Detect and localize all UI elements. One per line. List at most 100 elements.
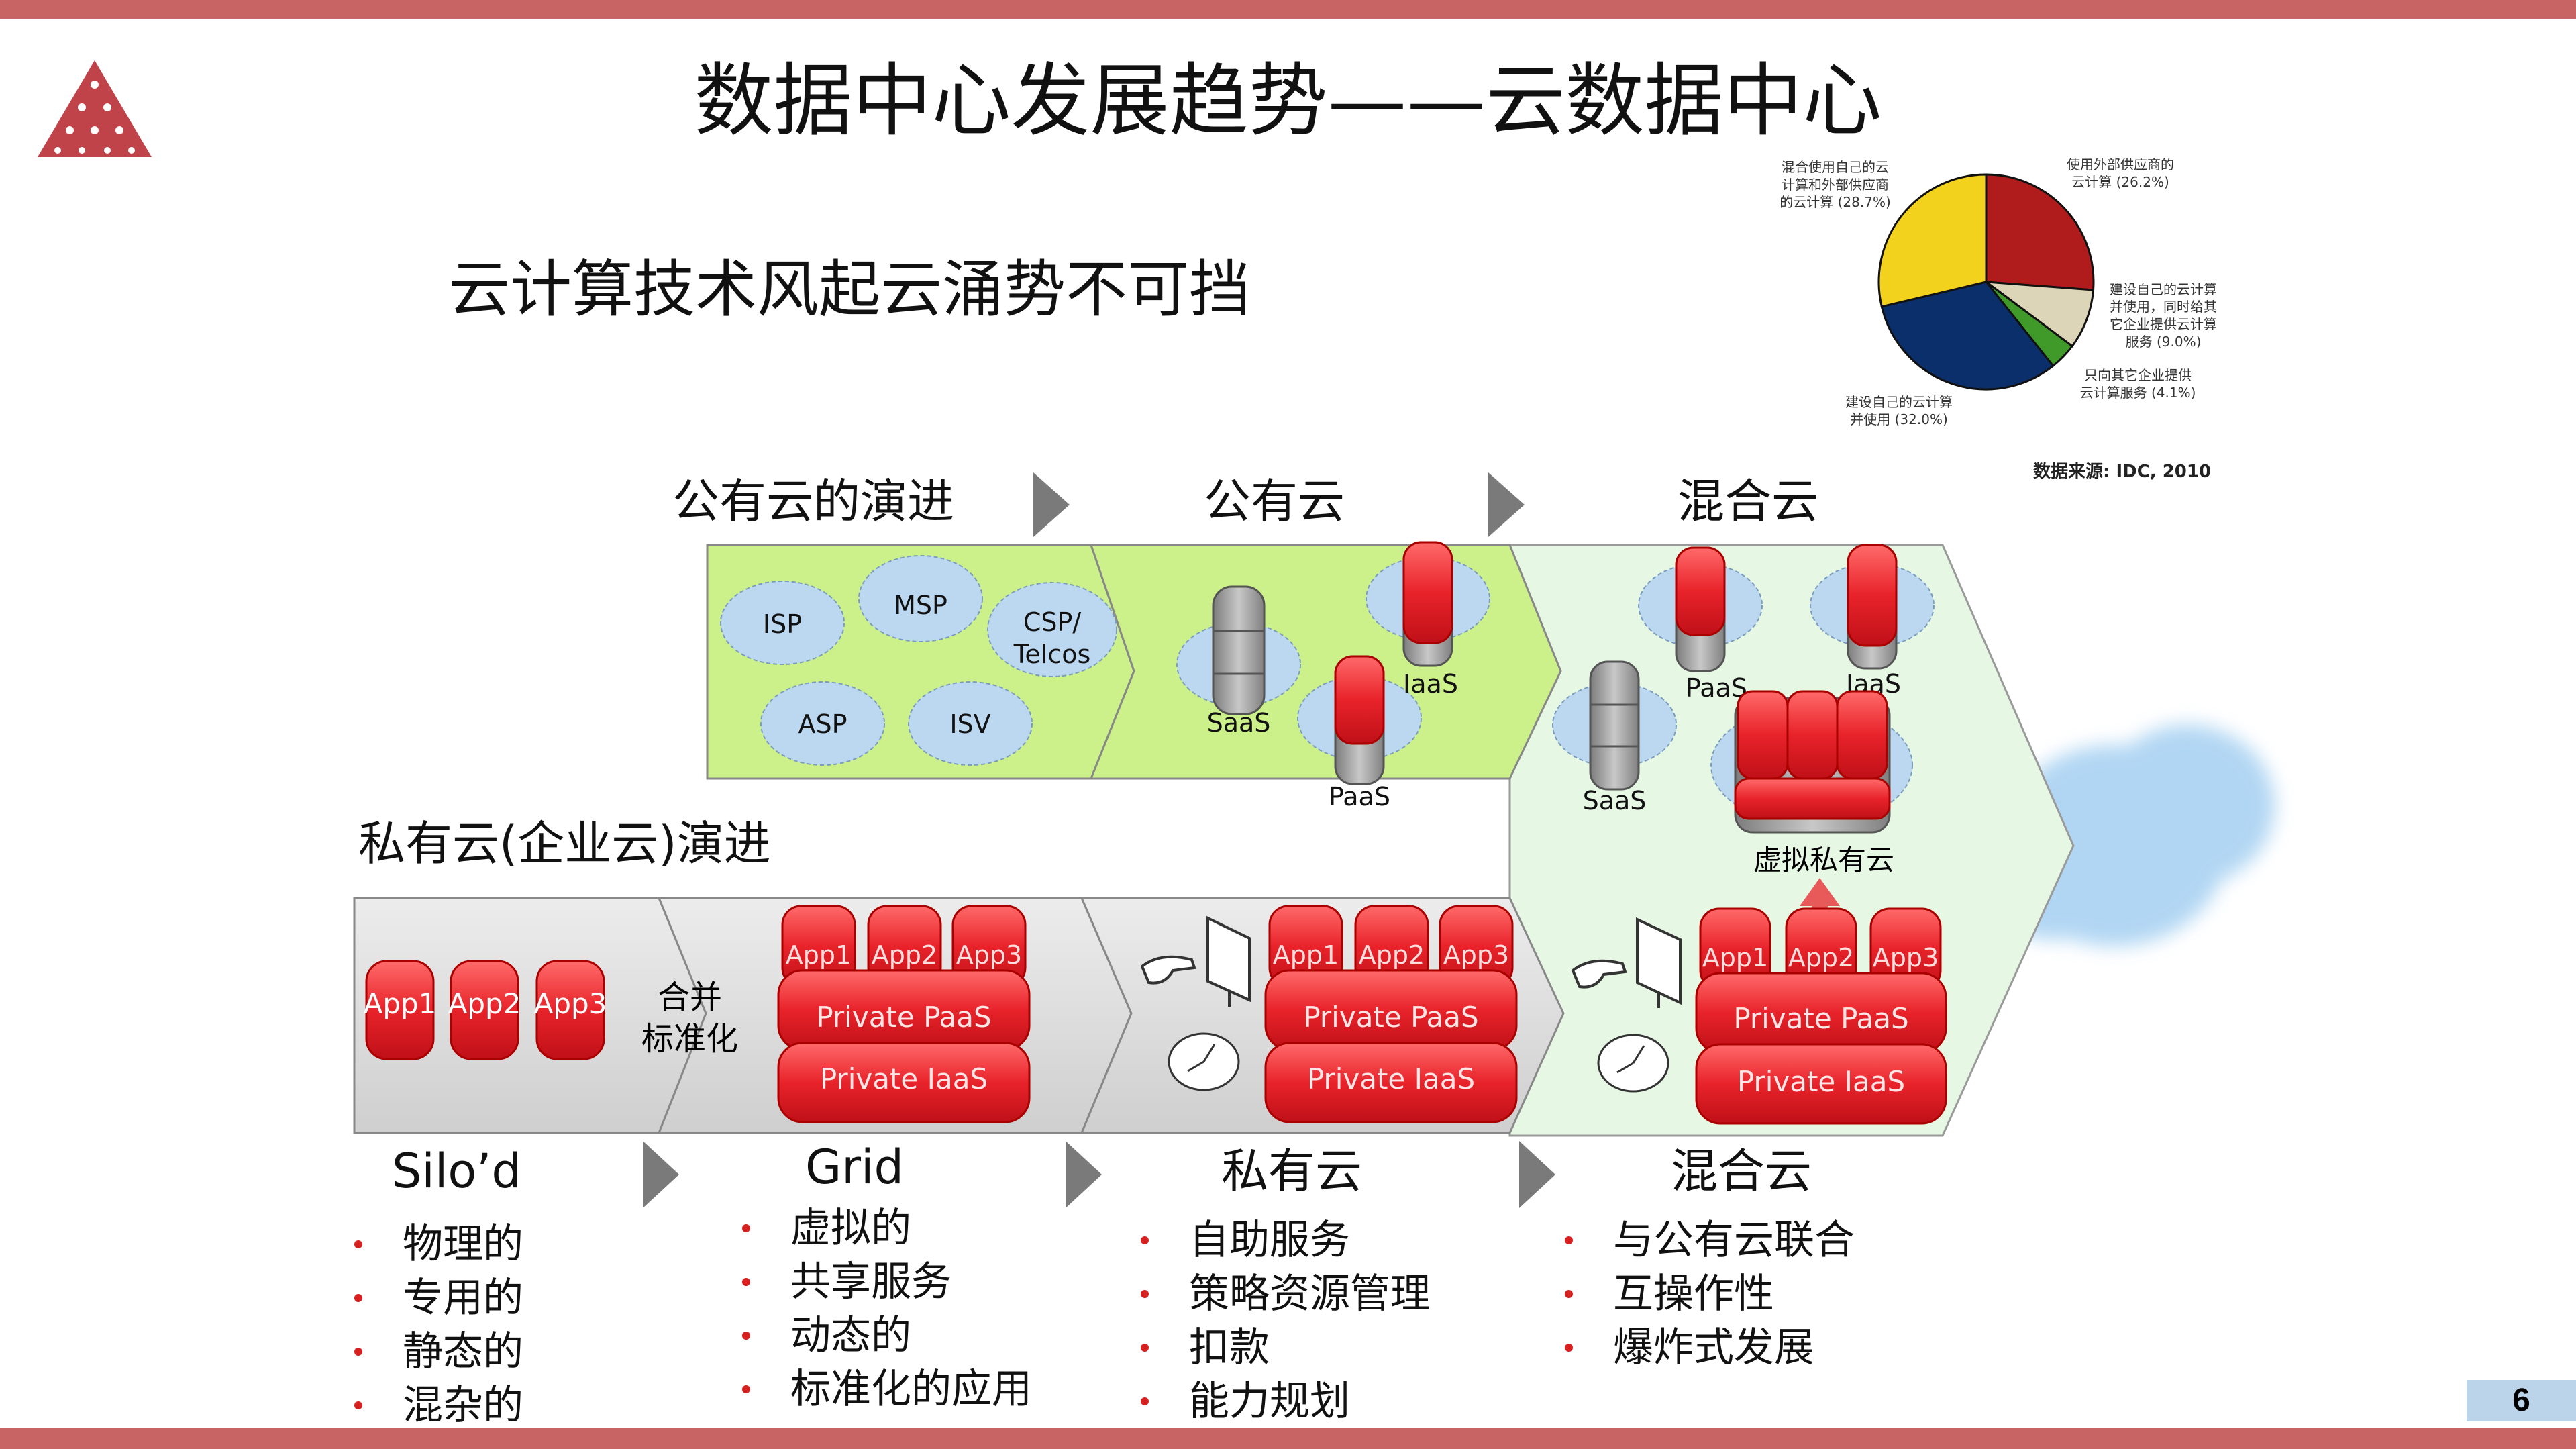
hybrid-saas-label: SaaS bbox=[1583, 786, 1647, 815]
private-evolution-header: 私有云(企业云)演进 bbox=[358, 816, 771, 871]
hybrid-saas-server-icon bbox=[1552, 660, 1677, 791]
page-subtitle: 云计算技术风起云涌势不可挡 bbox=[448, 254, 1251, 326]
list-item: 专用的 bbox=[354, 1271, 523, 1325]
csp-cloud-icon bbox=[987, 582, 1117, 677]
list-item: 虚拟的 bbox=[742, 1201, 1032, 1255]
hybrid-app1-label: App1 bbox=[1702, 943, 1768, 972]
hybrid-stack bbox=[1695, 907, 1947, 1125]
list-item: 与公有云联合 bbox=[1565, 1213, 1855, 1267]
msp-cloud-icon bbox=[858, 555, 983, 642]
pie-slice-0 bbox=[1985, 173, 2095, 291]
private-paas-label: Private PaaS bbox=[1303, 1001, 1478, 1034]
hybrid-bullets: 与公有云联合 互操作性 爆炸式发展 bbox=[1565, 1213, 1855, 1375]
hybrid-private-iaas-label: Private IaaS bbox=[1737, 1065, 1905, 1098]
pie-label-build-own: 建设自己的云计算并使用 (32.0%) bbox=[1845, 394, 1953, 428]
list-item: 共享服务 bbox=[742, 1255, 1032, 1309]
isp-label: ISP bbox=[763, 609, 802, 639]
asp-label: ASP bbox=[798, 709, 847, 739]
saas-label: SaaS bbox=[1207, 708, 1271, 738]
silod-app3-label: App3 bbox=[534, 987, 607, 1020]
clock-icon bbox=[1168, 1032, 1240, 1091]
private-stack bbox=[1264, 905, 1518, 1123]
public-evolution-header: 公有云的演进 bbox=[672, 474, 954, 529]
hybrid-iaas-server-icon bbox=[1810, 544, 1935, 670]
list-item: 策略资源管理 bbox=[1141, 1267, 1431, 1321]
private-app1-label: App1 bbox=[1273, 940, 1339, 970]
paas-label: PaaS bbox=[1329, 782, 1390, 811]
list-item: 能力规划 bbox=[1141, 1375, 1431, 1428]
standardize-label: 标准化 bbox=[641, 1020, 738, 1058]
stage-private: 私有云 bbox=[1221, 1144, 1362, 1199]
pie-label-provide-only: 只向其它企业提供云计算服务 (4.1%) bbox=[2079, 367, 2196, 401]
list-item: 互操作性 bbox=[1565, 1267, 1855, 1321]
stage-hybrid: 混合云 bbox=[1671, 1144, 1812, 1199]
triangle-logo-icon bbox=[38, 60, 152, 157]
pointing-hand-icon-hybrid bbox=[1571, 959, 1627, 989]
grid-bullets: 虚拟的 共享服务 动态的 标准化的应用 bbox=[742, 1201, 1032, 1416]
hybrid-private-paas-label: Private PaaS bbox=[1733, 1002, 1908, 1035]
list-item: 静态的 bbox=[354, 1325, 523, 1379]
hybrid-app3-label: App3 bbox=[1873, 943, 1939, 972]
grid-app3-label: App3 bbox=[956, 940, 1022, 970]
grid-app2-label: App2 bbox=[872, 940, 937, 970]
virtual-private-cloud-icon bbox=[1710, 690, 1913, 834]
private-iaas-label: Private IaaS bbox=[1307, 1062, 1475, 1095]
stage-silod: Silo’d bbox=[392, 1144, 521, 1199]
pie-label-external: 使用外部供应商的云计算 (26.2%) bbox=[2067, 156, 2174, 190]
saas-server-icon bbox=[1176, 585, 1301, 715]
asp-cloud-icon bbox=[760, 681, 885, 766]
silod-apps bbox=[365, 960, 605, 1060]
merge-label: 合并 bbox=[658, 979, 722, 1016]
top-accent-bar bbox=[0, 0, 2576, 19]
isv-cloud-icon bbox=[908, 681, 1033, 766]
msp-label: MSP bbox=[894, 591, 947, 620]
page-number: 6 bbox=[2467, 1380, 2576, 1421]
list-item: 标准化的应用 bbox=[742, 1362, 1032, 1416]
clock-icon-hybrid bbox=[1597, 1034, 1669, 1093]
pointing-hand-icon bbox=[1140, 955, 1196, 985]
grid-private-paas-label: Private PaaS bbox=[816, 1001, 991, 1034]
grid-stack bbox=[777, 905, 1031, 1123]
isp-cloud-icon bbox=[720, 581, 845, 665]
iaas-label: IaaS bbox=[1403, 669, 1458, 699]
monitor-icon-hybrid bbox=[1636, 917, 1682, 1008]
pie-label-mixed: 混合使用自己的云计算和外部供应商的云计算 (28.7%) bbox=[1780, 159, 1891, 210]
list-item: 扣款 bbox=[1141, 1321, 1431, 1375]
virtual-private-cloud-label: 虚拟私有云 bbox=[1753, 844, 1894, 877]
grid-private-iaas-label: Private IaaS bbox=[820, 1062, 988, 1095]
pie-label-build-provide: 建设自己的云计算并使用，同时给其 它企业提供云计算服务 (9.0%) bbox=[2110, 281, 2217, 350]
private-app2-label: App2 bbox=[1359, 940, 1425, 970]
grid-app1-label: App1 bbox=[786, 940, 852, 970]
pie-slice-3 bbox=[1880, 281, 2055, 391]
stage-grid: Grid bbox=[805, 1140, 904, 1195]
market-share-pie-chart bbox=[1877, 173, 2095, 391]
private-bullets: 自助服务 策略资源管理 扣款 能力规划 bbox=[1141, 1213, 1431, 1428]
hybrid-app2-label: App2 bbox=[1788, 943, 1854, 972]
monitor-icon bbox=[1206, 915, 1251, 1007]
stage-arrows bbox=[643, 472, 1555, 1208]
list-item: 爆炸式发展 bbox=[1565, 1321, 1855, 1375]
page-title: 数据中心发展趋势——云数据中心 bbox=[694, 54, 1882, 147]
hybrid-cloud-header: 混合云 bbox=[1678, 474, 1818, 529]
list-item: 物理的 bbox=[354, 1217, 523, 1271]
silod-app2-label: App2 bbox=[448, 987, 521, 1020]
bottom-accent-bar bbox=[0, 1428, 2576, 1449]
telcos-label: Telcos bbox=[1013, 640, 1091, 669]
pie-slice-4 bbox=[1877, 173, 1988, 308]
public-cloud-header: 公有云 bbox=[1204, 474, 1345, 529]
hybrid-paas-server-icon bbox=[1638, 546, 1763, 672]
list-item: 混杂的 bbox=[354, 1379, 523, 1432]
paas-server-icon bbox=[1297, 655, 1422, 785]
silod-bullets: 物理的 专用的 静态的 混杂的 bbox=[354, 1217, 523, 1432]
private-app3-label: App3 bbox=[1443, 940, 1509, 970]
hybrid-paas-label: PaaS bbox=[1686, 673, 1747, 703]
pie-slice-1 bbox=[1982, 281, 2095, 348]
iaas-server-icon bbox=[1366, 541, 1490, 667]
silod-app1-label: App1 bbox=[364, 987, 437, 1020]
list-item: 自助服务 bbox=[1141, 1213, 1431, 1267]
csp-label: CSP/ bbox=[1023, 607, 1082, 637]
list-item: 动态的 bbox=[742, 1309, 1032, 1362]
isv-label: ISV bbox=[949, 709, 990, 739]
pie-source: 数据来源: IDC, 2010 bbox=[2033, 462, 2212, 482]
